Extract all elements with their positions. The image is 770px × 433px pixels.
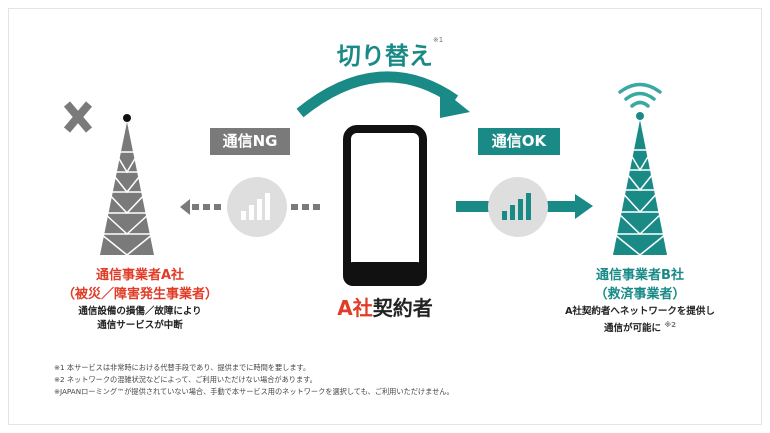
- signal-strong-icon: [488, 177, 548, 237]
- signal-weak-icon: [227, 177, 287, 237]
- badge-ok: 通信OK: [478, 128, 560, 155]
- carrier-b-desc2-text: 通信が可能に: [603, 323, 661, 335]
- carrier-b-role: （救済事業者）: [594, 287, 686, 302]
- tower-b-icon: [613, 112, 667, 256]
- footnote-2: ※2 ネットワークの混雑状況などによって、ご利用いただけない場合があります。: [54, 375, 317, 384]
- ng-arrow: [180, 199, 320, 215]
- carrier-b-desc2: 通信が可能に ※2: [540, 318, 740, 336]
- ok-arrow: [456, 194, 593, 219]
- switch-text: 切り替え: [336, 42, 433, 70]
- footnote-3: ※JAPANローミング™が提供されていない場合、手動で本サービス用のネットワーク…: [54, 387, 454, 396]
- carrier-b-desc1: A社契約者へネットワークを提供し: [565, 306, 715, 317]
- footnotes: ※1 本サービスは非常時における代替手段であり、提供までに時間を要します。 ※2…: [54, 362, 454, 398]
- wifi-signal-icon: [618, 82, 662, 108]
- tower-a-icon: [100, 114, 154, 256]
- user-label: A社契約者: [310, 292, 460, 321]
- x-mark-icon: [63, 101, 93, 133]
- carrier-b-note: ※2: [664, 321, 676, 329]
- footnote-1: ※1 本サービスは非常時における代替手段であり、提供までに時間を要します。: [54, 363, 311, 372]
- carrier-a-desc1: 通信設備の損傷／故障により: [78, 306, 202, 317]
- diagram-frame: [8, 8, 762, 425]
- carrier-a-name: 通信事業者A社: [95, 268, 185, 283]
- carrier-a-desc2: 通信サービスが中断: [97, 320, 183, 331]
- carrier-a-role: （被災／障害発生事業者）: [61, 287, 218, 302]
- switch-note: ※1: [432, 36, 444, 44]
- smartphone-icon: [343, 125, 427, 286]
- user-company: A社: [337, 296, 373, 320]
- switch-arrow: [296, 71, 470, 118]
- badge-ng: 通信NG: [210, 128, 290, 155]
- carrier-b-name: 通信事業者B社: [596, 268, 684, 283]
- user-text: 契約者: [372, 296, 433, 320]
- switch-label: 切り替え※1: [290, 36, 490, 71]
